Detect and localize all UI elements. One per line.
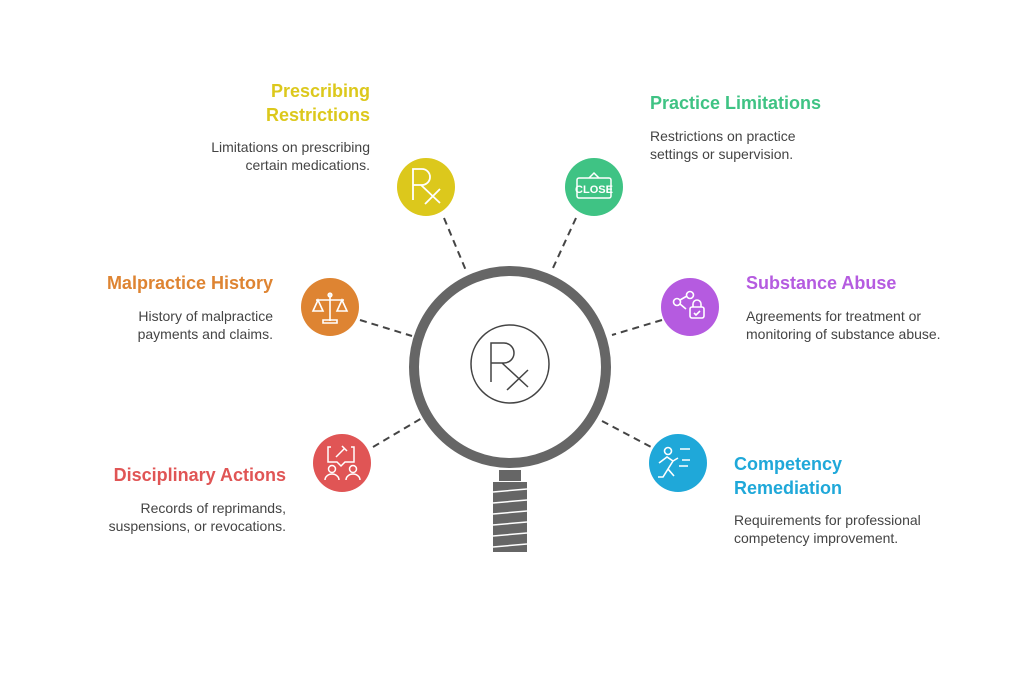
- magnifying-glass-icon: [409, 266, 611, 552]
- title-line: Substance Abuse: [746, 273, 897, 293]
- desc-line: monitoring of substance abuse.: [746, 326, 941, 342]
- rx-icon: [412, 168, 441, 205]
- practice-description: Restrictions on practice settings or supe…: [650, 127, 796, 163]
- icon-malpractice: [301, 278, 359, 336]
- title-line: Remediation: [734, 478, 843, 498]
- icon-competency: [649, 434, 707, 492]
- desc-line: suspensions, or revocations.: [108, 518, 286, 534]
- desc-line: Restrictions on practice: [650, 128, 796, 144]
- desc-line: certain medications.: [245, 157, 370, 173]
- desc-line: History of malpractice: [138, 308, 273, 324]
- svg-text:CLOSE: CLOSE: [575, 184, 613, 196]
- connector-substance: [611, 319, 663, 336]
- title-line: Practice Limitations: [650, 93, 822, 113]
- icon-disciplinary: [313, 434, 371, 492]
- icon-prescribing: [397, 158, 455, 216]
- center-rx-icon: [470, 324, 550, 404]
- scales-icon: [311, 292, 349, 324]
- desc-line: Agreements for treatment or: [746, 308, 922, 324]
- connector-practice: [552, 217, 577, 269]
- prescribing-description: Limitations on prescribing certain medica…: [211, 138, 370, 174]
- disciplinary-title: Disciplinary Actions: [114, 463, 286, 487]
- desc-line: payments and claims.: [137, 326, 273, 342]
- practice-title: Practice Limitations: [650, 91, 821, 115]
- connector-malpractice: [359, 319, 413, 337]
- title-line: Competency: [734, 454, 843, 474]
- share-lock-icon: [672, 290, 705, 319]
- title-line: Restrictions: [265, 105, 370, 125]
- connectors: [359, 217, 663, 448]
- title-line: Disciplinary Actions: [113, 465, 286, 485]
- connector-prescribing: [443, 217, 468, 274]
- icon-practice: CLOSE: [565, 158, 623, 216]
- connector-disciplinary: [372, 417, 423, 448]
- desc-line: settings or supervision.: [650, 146, 794, 162]
- substance-description: Agreements for treatment or monitoring of…: [746, 307, 941, 343]
- desc-line: competency improvement.: [734, 530, 899, 546]
- title-line: Malpractice History: [106, 273, 273, 293]
- substance-title: Substance Abuse: [746, 271, 896, 295]
- desc-line: Limitations on prescribing: [211, 139, 370, 155]
- running-person-icon: [658, 446, 690, 478]
- icon-substance: [661, 278, 719, 336]
- malpractice-description: History of malpractice payments and claim…: [138, 307, 273, 343]
- disciplinary-description: Records of reprimands, suspensions, or re…: [109, 499, 286, 535]
- gavel-people-icon: [324, 445, 361, 481]
- competency-description: Requirements for professional competency …: [734, 511, 921, 547]
- connector-competency: [601, 420, 652, 448]
- title-line: Prescribing: [270, 81, 370, 101]
- malpractice-title: Malpractice History: [107, 271, 273, 295]
- desc-line: Requirements for professional: [734, 512, 921, 528]
- close-sign-icon: [576, 171, 612, 199]
- desc-line: Records of reprimands,: [140, 500, 286, 516]
